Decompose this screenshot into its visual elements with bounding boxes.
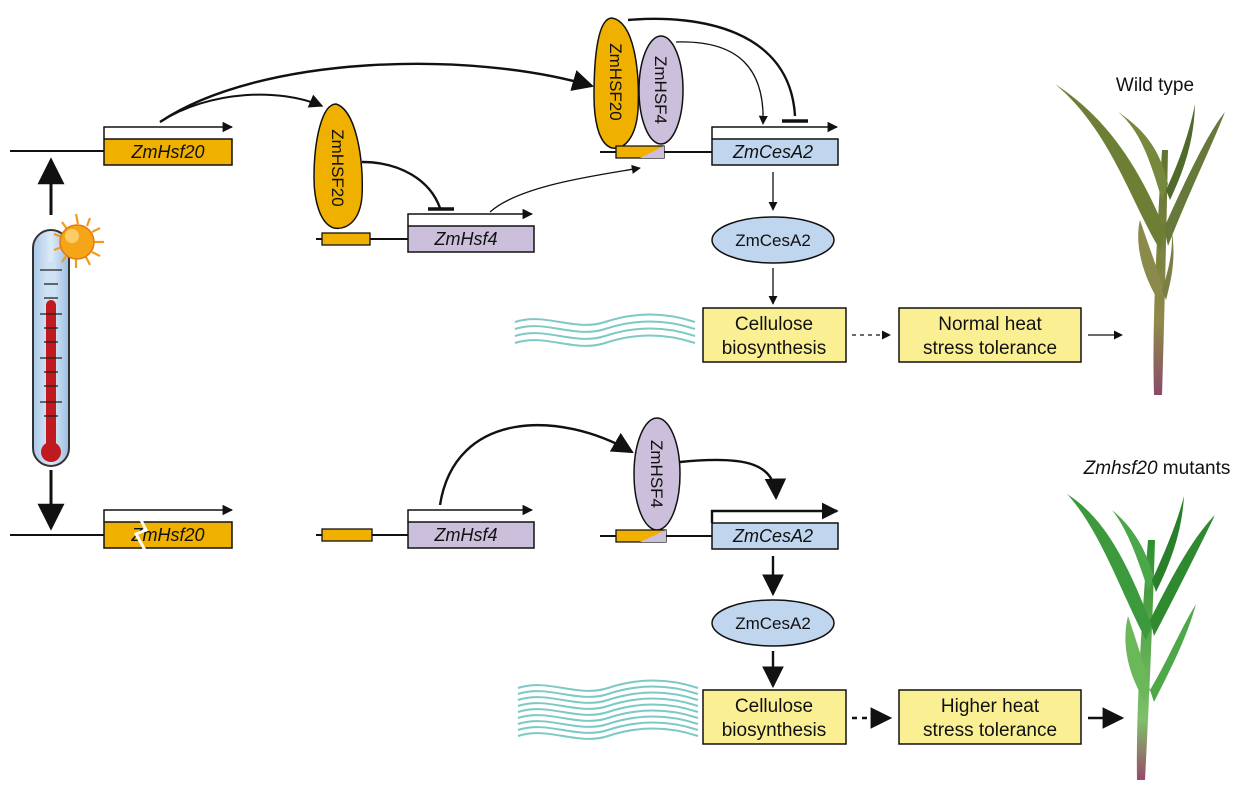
mutant-label-rest: mutants <box>1158 458 1231 479</box>
wild-type-plant-icon <box>1055 84 1225 395</box>
outcome-box-top <box>898 307 1082 363</box>
gene-zmhsf4-bottom-label: ZmHsf4 <box>434 525 498 545</box>
gene-zmcesa2-top <box>711 138 839 166</box>
gene-zmhsf4-top <box>407 225 535 253</box>
protein-zmhsf4-upper <box>638 35 684 145</box>
mutation-break-icon <box>133 517 149 553</box>
cellulose-fiber-top <box>514 313 696 347</box>
outcome-top-line2: stress tolerance <box>923 338 1057 359</box>
wild-type-label: Wild type <box>1116 75 1194 96</box>
protein-zmhsf20-mid-label: ZmHSF20 <box>328 129 347 206</box>
protein-zmcesa2-top-label: ZmCesA2 <box>735 231 811 250</box>
protein-zmhsf4-bottom-label: ZmHSF4 <box>647 440 666 508</box>
process-box-bottom <box>702 689 847 745</box>
mutant-plant-icon <box>1067 494 1215 780</box>
gene-zmhsf20-top-label: ZmHsf20 <box>130 142 204 162</box>
mutant-label-italic: Zmhsf20 <box>1083 458 1158 479</box>
outcome-bottom-line1: Higher heat <box>941 696 1040 717</box>
thermometer-icon <box>32 157 70 531</box>
protein-zmhsf20-mid <box>313 103 364 230</box>
process-bottom-line1: Cellulose <box>735 696 813 717</box>
protein-zmhsf4-upper-label: ZmHSF4 <box>651 56 670 124</box>
mutant-label: Zmhsf20 mutants <box>1083 458 1231 479</box>
gene-zmcesa2-bottom-label: ZmCesA2 <box>732 526 813 546</box>
gene-zmcesa2-bottom <box>711 522 839 550</box>
process-box-top <box>702 307 847 363</box>
sun-icon <box>53 213 104 268</box>
outcome-box-bottom <box>898 689 1082 745</box>
gene-zmhsf4-top-label: ZmHsf4 <box>434 229 498 249</box>
protein-zmhsf20-upper <box>593 17 640 149</box>
process-bottom-line2: biosynthesis <box>722 720 827 741</box>
gene-zmcesa2-top-label: ZmCesA2 <box>732 142 813 162</box>
process-top-line2: biosynthesis <box>722 338 827 359</box>
protein-zmcesa2-bottom <box>711 599 835 647</box>
protein-zmhsf20-upper-label: ZmHSF20 <box>606 43 625 120</box>
process-top-line1: Cellulose <box>735 314 813 335</box>
protein-zmcesa2-bottom-label: ZmCesA2 <box>735 614 811 633</box>
outcome-bottom-line2: stress tolerance <box>923 720 1057 741</box>
protein-zmcesa2-top <box>711 216 835 264</box>
gene-zmhsf20-bottom-label: ZmHsf20 <box>130 525 204 545</box>
outcome-top-line1: Normal heat <box>938 314 1042 335</box>
gene-zmhsf20-top <box>103 138 233 166</box>
gene-zmhsf4-bottom <box>407 521 535 549</box>
gene-zmhsf20-bottom <box>103 521 233 549</box>
cellulose-fiber-bottom <box>517 679 699 740</box>
